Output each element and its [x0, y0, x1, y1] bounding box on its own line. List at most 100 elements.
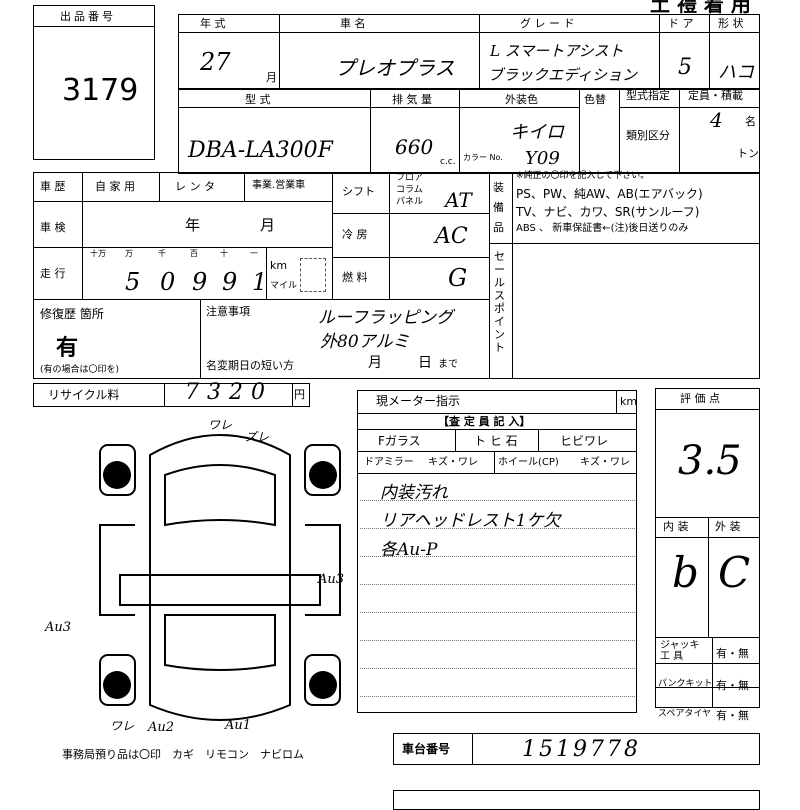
mileage-digit-label-3: 百 [190, 249, 198, 258]
wheel-options: キズ・ワレ [580, 457, 630, 468]
glass-crack: ヒビワレ [560, 434, 609, 448]
recycle-label: リサイクル料 [48, 388, 120, 402]
equipment-line1: PS、PW、純AW、AB(エアバック) [516, 187, 703, 201]
type-table [178, 88, 760, 174]
repair-label: 修復歴 箇所 [40, 307, 104, 321]
grade-line2: ブラックエディション [488, 66, 637, 84]
page-title: 土 禮 着 用 [650, 0, 751, 16]
office-note: 事務局預り品は〇印 カギ リモコン ナビロム [62, 748, 304, 761]
lot-number: 3179 [62, 73, 139, 108]
history-option-business: 事業.営業車 [252, 180, 306, 191]
equipment-line2: TV、ナビ、カワ、SR(サンルーフ) [516, 205, 700, 219]
mileage-digit-2: 0 [160, 268, 176, 296]
jack-label: ジャッキ 工 具 [660, 640, 700, 662]
inspector-table [357, 390, 637, 713]
mileage-digit-4: 9 [222, 268, 238, 296]
capacity-unit-ton: トン [737, 147, 759, 160]
interior-value: b [672, 548, 699, 597]
diagram-mark-au3-left: Au3 [45, 620, 72, 635]
color-no-value: Y09 [525, 148, 560, 169]
type-value: DBA-LA300F [188, 138, 333, 163]
shift-option-floor: フロア [396, 173, 424, 183]
lot-number-label: 出品番号 [60, 10, 116, 23]
mileage-digit-label-0: 十万 [90, 249, 106, 258]
diagram-mark-crack-top: ワレ [208, 418, 233, 432]
chassis-table [393, 733, 760, 765]
type-designation-label: 型式指定 [626, 89, 670, 102]
name-change-label: 名変期日の短い方 [206, 359, 294, 372]
model-name-value: プレオプラス [335, 56, 455, 80]
year-value: 27 [200, 48, 231, 76]
meter-label: 現メーター指示 [376, 394, 461, 408]
spare-value: 有・無 [716, 709, 749, 722]
capacity-unit-people: 名 [745, 115, 756, 128]
repair-note: (有の場合は〇印を) [40, 365, 120, 375]
doors-label: ド ア [668, 17, 694, 30]
mileage-digit-label-2: 千 [158, 249, 166, 258]
displacement-value: 660 [395, 135, 434, 159]
repair-value: 有 [56, 336, 79, 361]
shift-option-panel: パネル [396, 197, 424, 207]
grade-label: グ レ ー ド [520, 17, 575, 30]
vehicle-diagram [99, 434, 341, 721]
bottom-box [393, 790, 760, 810]
shape-value: ハコ [718, 62, 754, 83]
mileage-digit-label-5: 一 [250, 249, 258, 258]
sales-point-label: セールスポイント [494, 250, 505, 354]
shift-label: シフト [342, 185, 375, 198]
puncture-value: 有・無 [716, 679, 749, 692]
fuel-value: G [448, 264, 468, 292]
name-change-month: 月 [368, 355, 382, 371]
name-change-until: まで [438, 359, 458, 370]
vehicle-info-table [178, 14, 760, 90]
doors-value: 5 [678, 55, 692, 80]
mileage-digit-label-1: 万 [125, 249, 133, 258]
diagram-mark-au2: Au2 [148, 720, 175, 735]
category-label: 類別区分 [626, 129, 670, 142]
year-label: 年 式 [200, 17, 226, 30]
mirror-options: キズ・ワレ [428, 457, 478, 468]
diagram-mark-shift-top: ズレ [245, 430, 270, 444]
type-label: 型 式 [245, 93, 271, 106]
mileage-digit-1: 5 [125, 268, 141, 296]
diagram-mark-au3-right: Au3 [318, 572, 345, 587]
displacement-unit: c.c. [440, 157, 456, 167]
mileage-digit-5: 1 [252, 268, 268, 296]
exterior-color-label: 外装色 [505, 93, 538, 106]
shift-option-column: コラム [396, 185, 423, 195]
capacity-value: 4 [710, 108, 723, 132]
mileage-label: 走 行 [40, 267, 66, 280]
mirror-label: ドアミラー [364, 457, 414, 468]
inspection-year-label: 年 [185, 216, 201, 234]
puncture-label: パンクキット [658, 679, 713, 689]
inspection-label: 車 検 [40, 221, 66, 234]
equipment-line3: ABS 、 新車保証書←(注)後日送りのみ [516, 223, 689, 234]
mileage-digit-3: 9 [192, 268, 208, 296]
year-unit: 月 [266, 71, 277, 84]
diagram-mark-crack-bottom: ワレ [110, 719, 135, 733]
remark-line-2: リアヘッドレスト1ケ欠 [380, 511, 561, 531]
history-label: 車 歴 [40, 180, 66, 193]
ac-value: AC [435, 224, 468, 249]
name-change-day: 日 [418, 355, 432, 371]
ac-label: 冷 房 [342, 228, 368, 241]
score-value: 3.5 [678, 438, 742, 484]
inspection-month-label: 月 [260, 216, 276, 234]
mileage-unit-mile: マイル [270, 281, 298, 291]
recycle-value: 7320 [185, 380, 273, 405]
jack-value: 有・無 [716, 647, 749, 660]
score-table [655, 388, 760, 708]
model-name-label: 車 名 [340, 17, 366, 30]
color-change-label: 色替 [584, 93, 606, 106]
chassis-value: 1519778 [522, 737, 641, 762]
shift-value: AT [445, 188, 472, 212]
exterior-value: C [718, 548, 751, 597]
wheel-label: ホイール(CP) [498, 457, 559, 468]
equipment-note: ※純正の〇印を記入して下さい。 [516, 171, 650, 181]
meter-unit: km [620, 395, 638, 408]
capacity-label: 定員・積載 [688, 89, 743, 102]
sales-point-box [489, 243, 760, 379]
inspector-label: 【査 定 員 記 入】 [438, 415, 531, 428]
equipment-label: 装 備 品 [493, 181, 504, 234]
history-option-private: 自 家 用 [95, 180, 135, 193]
